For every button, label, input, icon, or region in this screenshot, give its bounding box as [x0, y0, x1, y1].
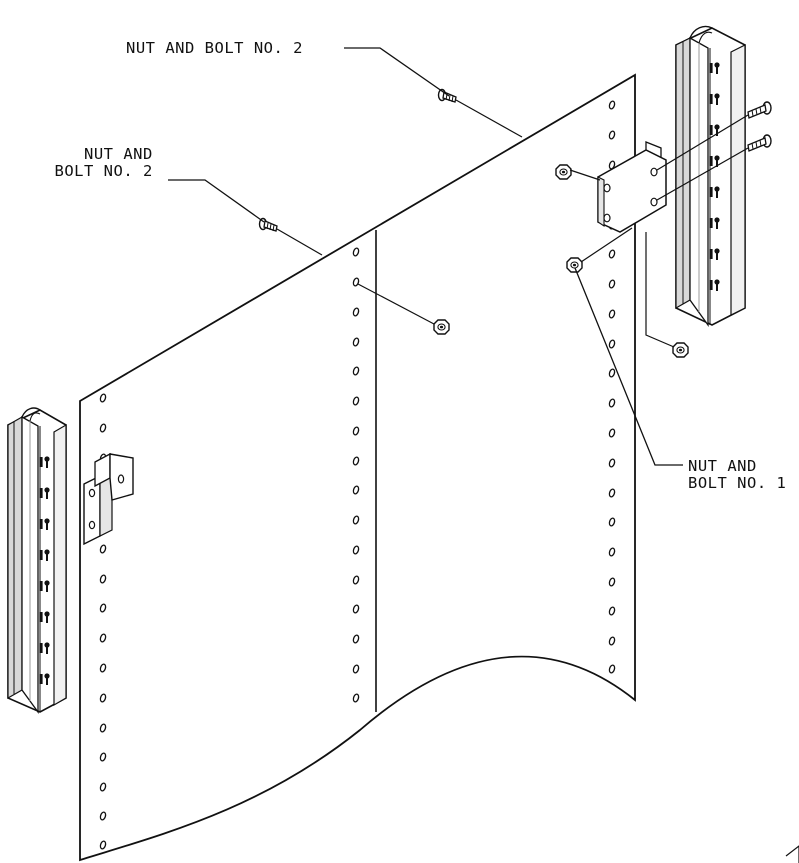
callout-top-line1: NUT AND BOLT NO. 2	[126, 39, 303, 57]
left-upright-post	[7, 407, 67, 714]
callout-right-line2: BOLT NO. 1	[688, 474, 787, 492]
bolt-top	[437, 88, 457, 103]
bolt-left	[258, 217, 278, 232]
callout-left-label: NUT AND BOLT NO. 2	[55, 145, 153, 180]
callout-left-line2: BOLT NO. 2	[54, 162, 153, 180]
callout-leaders	[168, 47, 683, 466]
corner-mark	[785, 845, 799, 863]
callout-right-line1: NUT AND	[688, 457, 757, 475]
right-mounting-bracket	[597, 141, 667, 233]
callout-top-label: NUT AND BOLT NO. 2	[126, 40, 303, 57]
nut-bracket-lower	[566, 257, 583, 273]
callout-left-line1: NUT AND	[84, 145, 153, 163]
nut-bottom-right	[672, 342, 689, 358]
nut-center	[433, 319, 450, 335]
left-mounting-bracket	[83, 452, 134, 546]
assembly-lines	[276, 99, 749, 348]
leader-right	[574, 267, 683, 466]
nut-bracket-upper	[555, 164, 572, 180]
leader-top	[344, 47, 450, 97]
bolt-right-lower	[747, 134, 772, 152]
leader-left	[168, 179, 265, 223]
right-upright-post	[675, 25, 746, 328]
callout-right-label: NUT AND BOLT NO. 1	[688, 458, 786, 492]
wall-panel	[79, 73, 636, 862]
bolt-right-upper	[747, 101, 772, 119]
